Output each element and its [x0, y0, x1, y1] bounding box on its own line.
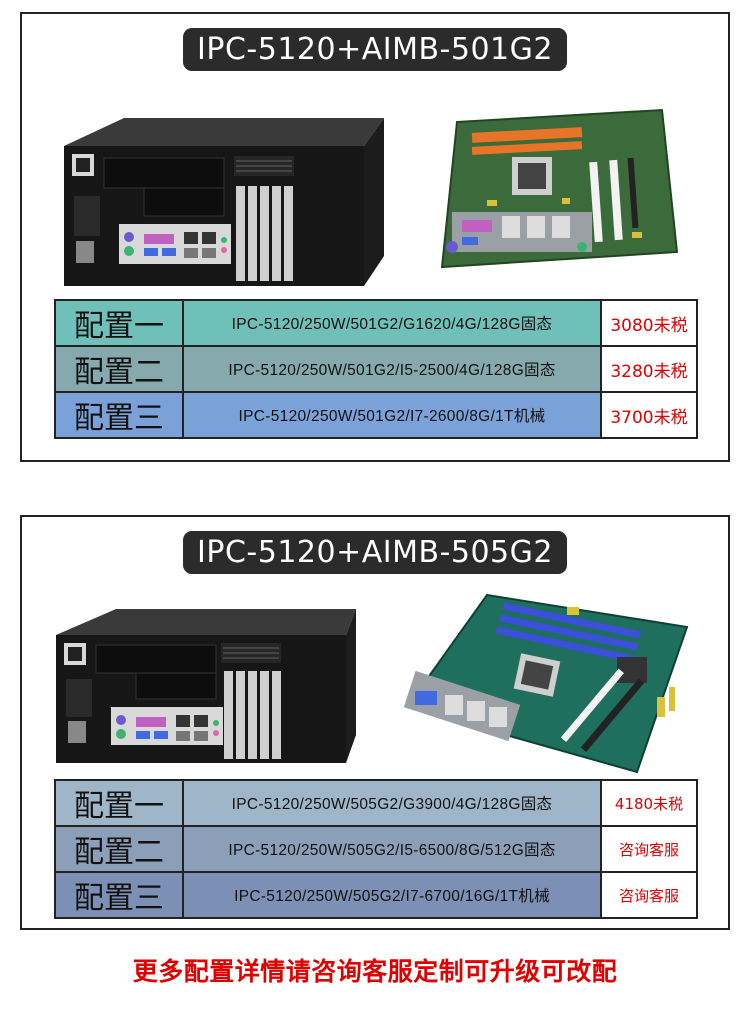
product-panel-501g2: IPC-5120+AIMB-501G2	[20, 12, 730, 462]
table-row: 配置二 IPC-5120/250W/501G2/I5-2500/4G/128G固…	[54, 345, 698, 393]
config-price: 4180未税	[600, 779, 698, 827]
table-row: 配置一 IPC-5120/250W/505G2/G3900/4G/128G固态 …	[54, 779, 698, 827]
config-price: 3080未税	[600, 299, 698, 347]
config-price: 咨询客服	[600, 825, 698, 873]
motherboard-image	[403, 593, 689, 774]
product-panel-505g2: IPC-5120+AIMB-505G2	[20, 515, 730, 930]
table-row: 配置三 IPC-5120/250W/505G2/I7-6700/16G/1T机械…	[54, 871, 698, 919]
config-spec: IPC-5120/250W/501G2/I7-2600/8G/1T机械	[182, 391, 602, 439]
config-name: 配置三	[54, 391, 184, 439]
config-name: 配置二	[54, 825, 184, 873]
table-row: 配置三 IPC-5120/250W/501G2/I7-2600/8G/1T机械 …	[54, 391, 698, 439]
config-spec: IPC-5120/250W/505G2/I7-6700/16G/1T机械	[182, 871, 602, 919]
config-spec: IPC-5120/250W/501G2/G1620/4G/128G固态	[182, 299, 602, 347]
config-price: 3280未税	[600, 345, 698, 393]
config-name: 配置三	[54, 871, 184, 919]
industrial-pc-case-image	[64, 118, 384, 286]
config-table: 配置一 IPC-5120/250W/501G2/G1620/4G/128G固态 …	[54, 299, 698, 439]
config-name: 配置二	[54, 345, 184, 393]
config-name: 配置一	[54, 779, 184, 827]
industrial-pc-case-image	[56, 609, 356, 763]
config-name: 配置一	[54, 299, 184, 347]
config-spec: IPC-5120/250W/501G2/I5-2500/4G/128G固态	[182, 345, 602, 393]
table-row: 配置二 IPC-5120/250W/505G2/I5-6500/8G/512G固…	[54, 825, 698, 873]
table-row: 配置一 IPC-5120/250W/501G2/G1620/4G/128G固态 …	[54, 299, 698, 347]
config-spec: IPC-5120/250W/505G2/G3900/4G/128G固态	[182, 779, 602, 827]
motherboard-image	[440, 108, 679, 269]
config-price: 3700未税	[600, 391, 698, 439]
config-price: 咨询客服	[600, 871, 698, 919]
footer-note: 更多配置详情请咨询客服定制可升级可改配	[132, 957, 618, 986]
section-title: IPC-5120+AIMB-501G2	[183, 28, 567, 71]
config-spec: IPC-5120/250W/505G2/I5-6500/8G/512G固态	[182, 825, 602, 873]
config-table: 配置一 IPC-5120/250W/505G2/G3900/4G/128G固态 …	[54, 779, 698, 919]
section-title: IPC-5120+AIMB-505G2	[183, 531, 567, 574]
